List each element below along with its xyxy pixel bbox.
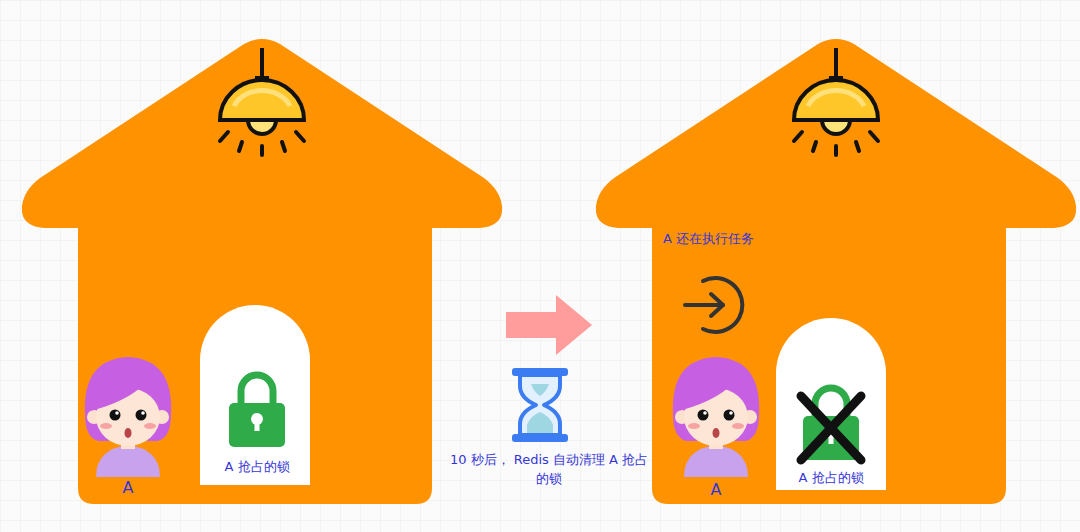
lock-label: A 抢占的锁 xyxy=(224,458,289,476)
house-shape xyxy=(22,39,502,504)
lamp-icon xyxy=(220,48,304,155)
person-label: A xyxy=(711,481,722,499)
house-shape xyxy=(596,39,1076,504)
door-outline xyxy=(200,305,310,485)
cross-mark xyxy=(801,396,861,460)
status-label: A 还在执行任务 xyxy=(663,230,754,248)
door: A 抢占的锁 xyxy=(776,318,886,490)
girl-figure xyxy=(673,357,759,477)
door-outline xyxy=(776,318,886,490)
door: A 抢占的锁 xyxy=(200,305,310,485)
door-shape xyxy=(200,305,310,485)
house: A A 抢占的锁 xyxy=(18,38,506,508)
hourglass-icon xyxy=(512,368,568,442)
lock-label: A 抢占的锁 xyxy=(798,469,863,487)
edge-label: 10 秒后， Redis 自动清理 A 抢占的锁 xyxy=(449,450,649,488)
lock-icon xyxy=(229,375,285,447)
lamp-icon xyxy=(794,48,878,155)
enter-icon xyxy=(685,278,742,332)
door-shape xyxy=(776,318,886,490)
transition-arrow xyxy=(506,295,592,355)
girl-figure xyxy=(85,357,171,477)
person-label: A xyxy=(123,479,134,497)
house: A 还在执行任务 A A 抢占的锁 xyxy=(592,38,1080,508)
